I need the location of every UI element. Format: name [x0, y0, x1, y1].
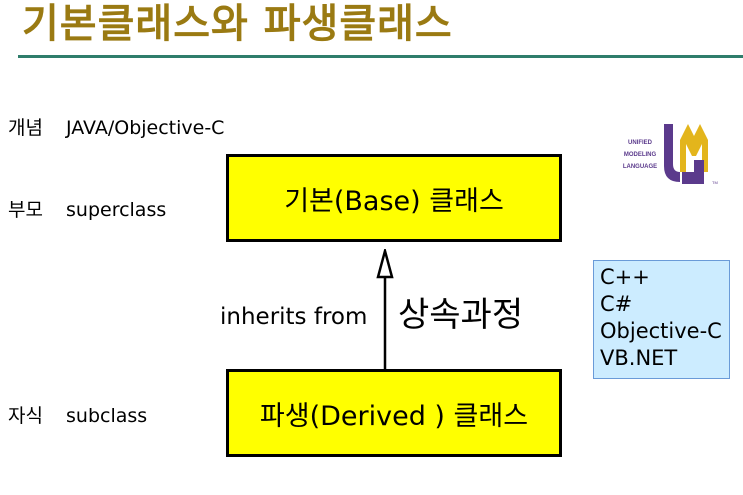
language-list-box: C++ C# Objective-C VB.NET: [593, 260, 730, 379]
uml-logo-m-shape: [680, 124, 708, 172]
child-row: 자식 subclass: [8, 404, 147, 428]
uml-logo-l-shape: [682, 160, 704, 184]
title-underline: [18, 55, 743, 58]
language-item: Objective-C: [600, 319, 722, 343]
parent-row: 부모 superclass: [8, 198, 166, 222]
derived-class-label: 파생(Derived ) 클래스: [259, 400, 529, 432]
uml-logo-line: LANGUAGE: [623, 164, 657, 170]
parent-value: superclass: [66, 199, 167, 221]
child-value: subclass: [66, 405, 148, 427]
child-label: 자식: [8, 405, 43, 427]
inherits-from-label: inherits from: [220, 304, 368, 330]
uml-logo-u-shape: [664, 124, 680, 182]
language-item: C#: [600, 292, 633, 316]
language-item: VB.NET: [600, 346, 678, 370]
uml-logo-icon: UNIFIED MODELING LANGUAGE TM: [623, 124, 718, 185]
uml-logo-line: MODELING: [624, 152, 657, 158]
inheritance-process-label: 상속과정: [398, 295, 524, 335]
language-item: C++: [600, 265, 650, 289]
base-class-box: 기본(Base) 클래스: [226, 154, 562, 242]
base-class-label: 기본(Base) 클래스: [284, 185, 504, 217]
uml-logo-tm: TM: [712, 180, 718, 185]
concept-value: JAVA/Objective-C: [66, 117, 225, 139]
inheritance-arrow: [376, 249, 394, 371]
uml-logo-line: UNIFIED: [628, 140, 653, 146]
inheritance-arrow-head: [376, 249, 394, 279]
parent-label: 부모: [8, 199, 43, 221]
concept-label: 개념: [8, 117, 43, 139]
concept-row: 개념 JAVA/Objective-C: [8, 116, 224, 140]
derived-class-box: 파생(Derived ) 클래스: [226, 369, 562, 457]
page-title: 기본클래스와 파생클래스: [22, 1, 453, 47]
